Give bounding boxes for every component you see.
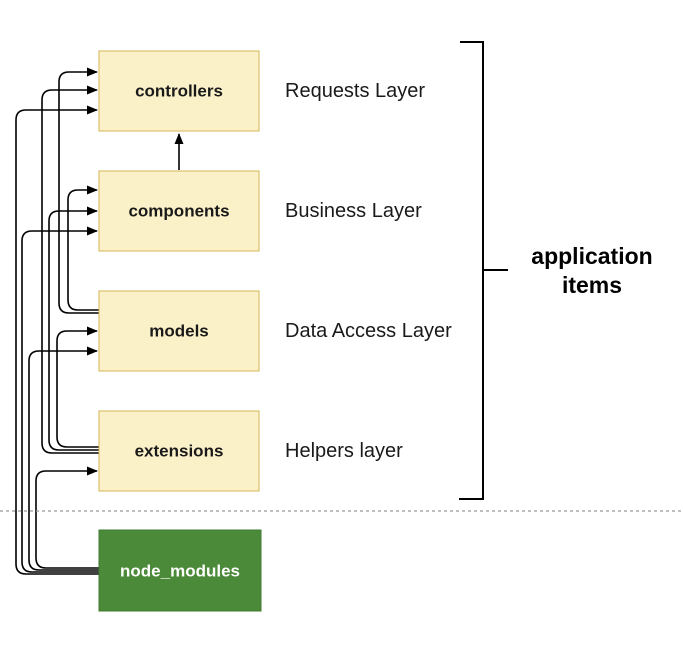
layer-label-business: Business Layer bbox=[285, 200, 422, 222]
edge-node-modules-to-components bbox=[21, 226, 99, 573]
edge-extensions-to-controllers bbox=[41, 85, 99, 454]
models-box bbox=[98, 290, 260, 372]
models-label: models bbox=[149, 322, 209, 341]
bracket-label-line2: items bbox=[562, 272, 622, 298]
edge-node-modules-to-models bbox=[28, 346, 99, 571]
components-label: components bbox=[128, 202, 229, 221]
edge-node-modules-to-extensions bbox=[35, 466, 99, 569]
edge-models-to-controllers bbox=[58, 67, 99, 314]
components-node: components bbox=[98, 170, 260, 252]
extensions-box bbox=[98, 410, 260, 492]
application-items-bracket bbox=[459, 41, 508, 500]
edge-extensions-to-models bbox=[56, 326, 99, 448]
edge-extensions-to-components bbox=[48, 206, 99, 451]
extensions-label: extensions bbox=[135, 442, 224, 461]
controllers-node: controllers bbox=[98, 50, 260, 132]
node-modules-label: node_modules bbox=[120, 562, 240, 581]
models-node: models bbox=[98, 290, 260, 372]
edge-models-to-components bbox=[67, 185, 99, 311]
components-box bbox=[98, 170, 260, 252]
layer-label-data-access: Data Access Layer bbox=[285, 320, 452, 342]
extensions-node: extensions bbox=[98, 410, 260, 492]
layer-label-helpers: Helpers layer bbox=[285, 440, 403, 462]
layer-label-requests: Requests Layer bbox=[285, 80, 425, 102]
bracket-label-line1: application bbox=[531, 243, 652, 269]
node-modules-node: node_modules bbox=[98, 529, 262, 612]
node-modules-box bbox=[98, 529, 262, 612]
controllers-box bbox=[98, 50, 260, 132]
connectors bbox=[15, 67, 184, 575]
edge-node-modules-to-controllers bbox=[15, 105, 99, 575]
controllers-label: controllers bbox=[135, 82, 223, 101]
